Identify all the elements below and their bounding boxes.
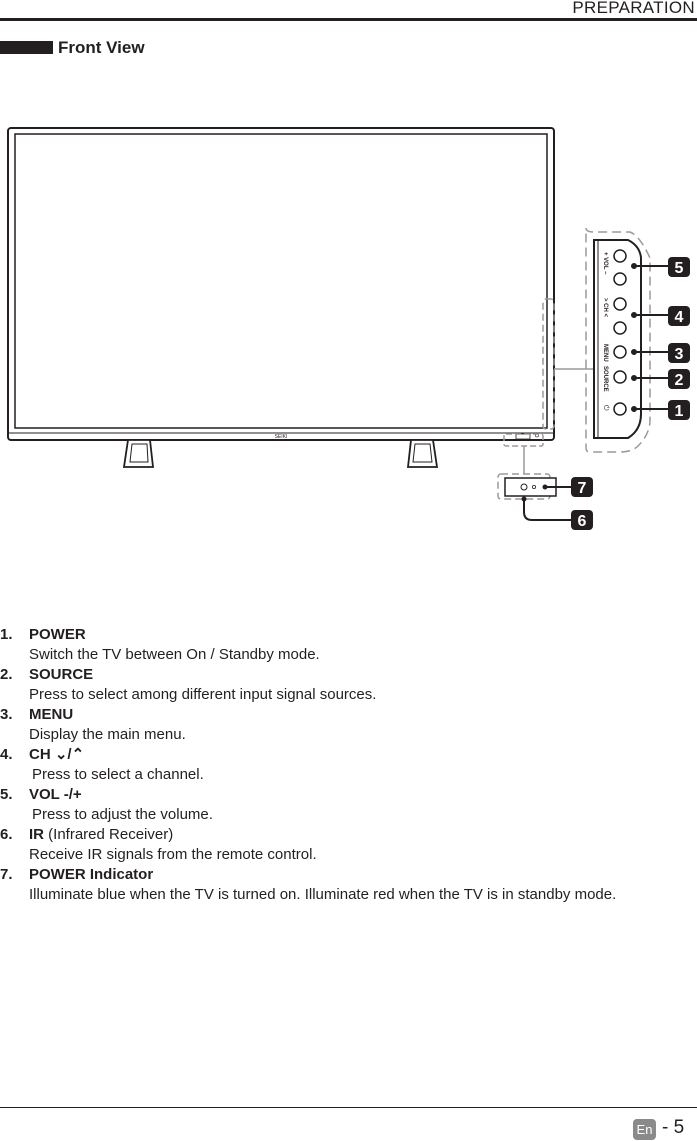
tv-front-view-diagram: SEIKI + VOL – > CH < MENU SOURCE ⏻ 5 4 [7,127,690,530]
tv-brand-logo: SEIKI [275,434,288,440]
callout-badge-6: 6 [571,510,593,530]
tv-screen [14,133,548,429]
power-indicator-window [515,433,531,440]
vol-plus-button [613,249,627,263]
ch-down-button [613,321,627,335]
list-item: 7. POWER Indicator Illuminate blue when … [0,866,617,903]
control-panel-dashed-outline [585,227,651,453]
panel-label-menu: MENU [602,344,608,362]
callout-badge-3: 3 [668,343,690,363]
svg-text:7: 7 [578,480,587,497]
power-indicator-led [532,484,537,489]
callout-badge-4: 4 [668,306,690,326]
panel-label-vol: + VOL – [602,252,608,275]
list-item: 6. IR (Infrared Receiver) Receive IR sig… [0,826,317,863]
power-symbol-icon: ⏻ [602,405,610,411]
callout-badge-2: 2 [668,369,690,389]
svg-text:2: 2 [675,372,684,389]
list-item: 4. CH ⌄/⌃ Press to select a channel. [0,746,204,783]
list-item: 2. SOURCE Press to select among differen… [0,666,377,703]
callout-badge-1: 1 [668,400,690,420]
menu-button [613,345,627,359]
list-item: 5. VOL -/+ Press to adjust the volume. [0,786,213,823]
language-badge: En [633,1119,656,1140]
tv-stand-right [406,439,439,468]
header-rule [0,18,697,21]
svg-text:3: 3 [675,346,684,363]
list-item: 1. POWER Switch the TV between On / Stan… [0,626,320,663]
ch-up-button [613,297,627,311]
list-item: 3. MENU Display the main menu. [0,706,186,743]
header-section-title: PREPARATION [572,0,695,17]
callout-badge-7: 7 [571,477,593,497]
control-panel [593,239,642,439]
section-marker [0,41,53,54]
callout-badge-5: 5 [668,257,690,277]
source-button [613,370,627,384]
footer-rule [0,1107,697,1108]
control-descriptions: 1. POWER Switch the TV between On / Stan… [0,625,697,905]
svg-text:4: 4 [675,309,684,326]
section-title: Front View [58,38,145,57]
page-number: - 5 [662,1117,685,1138]
power-button [613,402,627,416]
svg-text:5: 5 [675,260,684,277]
svg-text:1: 1 [675,403,684,420]
panel-label-source: SOURCE [602,366,608,392]
svg-text:6: 6 [578,513,587,530]
ir-receiver [520,483,528,491]
panel-label-ch: > CH < [602,298,608,318]
vol-minus-button [613,272,627,286]
